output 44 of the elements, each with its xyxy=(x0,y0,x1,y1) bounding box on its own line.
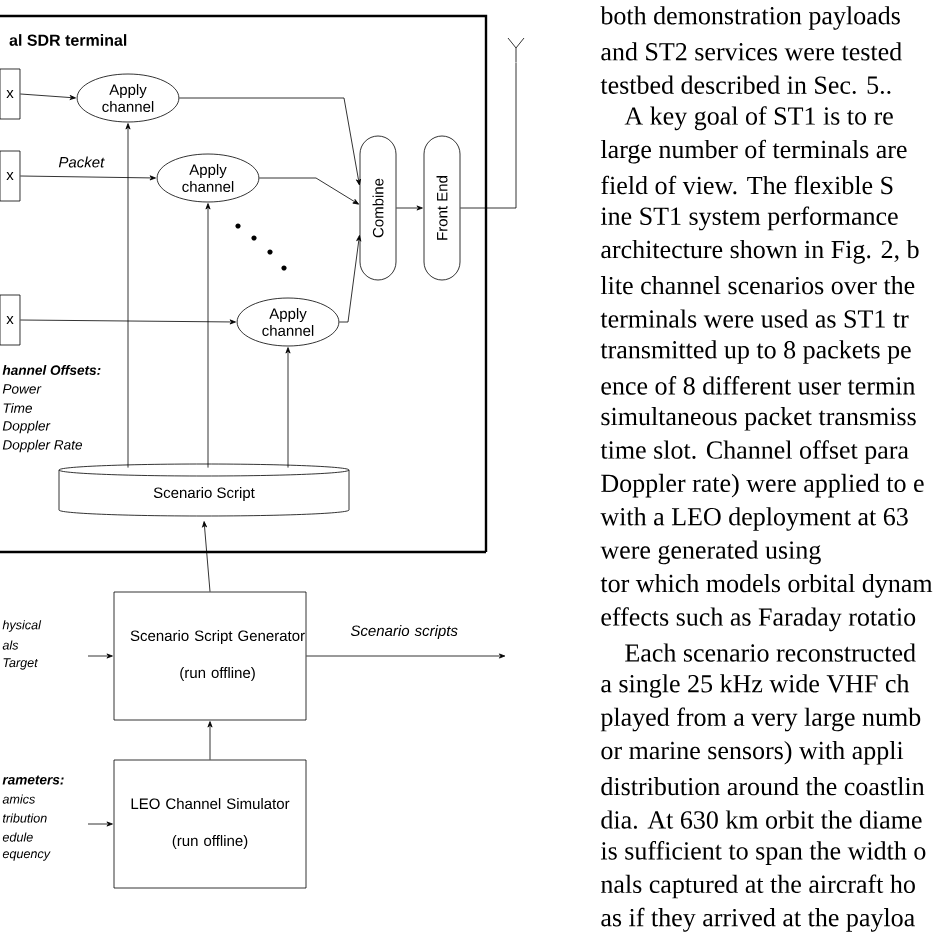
arrow xyxy=(205,203,211,468)
body-text-line: were generated using xyxy=(600,540,821,565)
arrow xyxy=(285,347,291,468)
body-text-line: as if they arrived at the payloa xyxy=(601,907,915,932)
body-text-line: testbed described in Sec. 5.. xyxy=(600,75,891,94)
body-text-line: and ST2 services were tested xyxy=(601,42,902,61)
body-text-line: ine ST1 system performance xyxy=(600,206,898,231)
body-text-line: Each scenario reconstructed xyxy=(625,643,916,662)
arrow xyxy=(125,123,131,468)
body-text-line: simultaneous packet transmiss xyxy=(601,407,916,431)
body-text-line: with a LEO deployment at 63 xyxy=(600,507,908,531)
arrow xyxy=(20,319,236,325)
body-text-line: or marine sensors) with appli xyxy=(601,741,904,765)
body-text-line: is sufficient to span the width o xyxy=(600,841,926,865)
arrow xyxy=(338,235,362,323)
arrow xyxy=(202,521,211,592)
arrow xyxy=(207,721,213,760)
arrow xyxy=(306,653,506,659)
body-text-line: dia. At 630 km orbit the diame xyxy=(601,810,922,829)
body-text-line: transmitted up to 8 packets pe xyxy=(600,340,911,364)
body-text-line: both demonstration payloads xyxy=(600,6,900,30)
body-text-line: tor which models orbital dynam xyxy=(600,574,933,598)
body-text-line: architecture shown in Fig. 2, b xyxy=(601,240,919,264)
body-text-line: a single 25 kHz wide VHF ch xyxy=(601,674,910,698)
body-text-line: field of view. The flexible S xyxy=(601,175,893,195)
body-text-line: nals captured at the aircraft ho xyxy=(601,874,915,899)
arrow xyxy=(87,821,113,827)
arrow xyxy=(20,93,76,101)
body-text-line: distribution around the coastlin xyxy=(601,777,925,796)
arrow xyxy=(20,175,156,181)
antenna-symbol xyxy=(507,37,525,63)
body-text-line: large number of terminals are xyxy=(600,139,907,164)
body-text-line: ence of 8 different user termin xyxy=(601,376,916,395)
body-text-line: terminals were used as ST1 tr xyxy=(600,309,909,328)
body-text-line: effects such as Faraday rotatio xyxy=(601,607,916,632)
body-text-line: played from a very large numb xyxy=(600,707,921,732)
arrow xyxy=(258,177,360,205)
arrow xyxy=(396,205,423,211)
body-text-line: A key goal of ST1 is to re xyxy=(624,106,893,131)
body-text-line: lite channel scenarios over the xyxy=(600,276,915,295)
arrow xyxy=(178,97,361,186)
body-text-line: time slot. Channel offset para xyxy=(600,440,909,465)
arrow xyxy=(87,653,113,659)
body-text-line: Doppler rate) were applied to e xyxy=(601,473,924,498)
